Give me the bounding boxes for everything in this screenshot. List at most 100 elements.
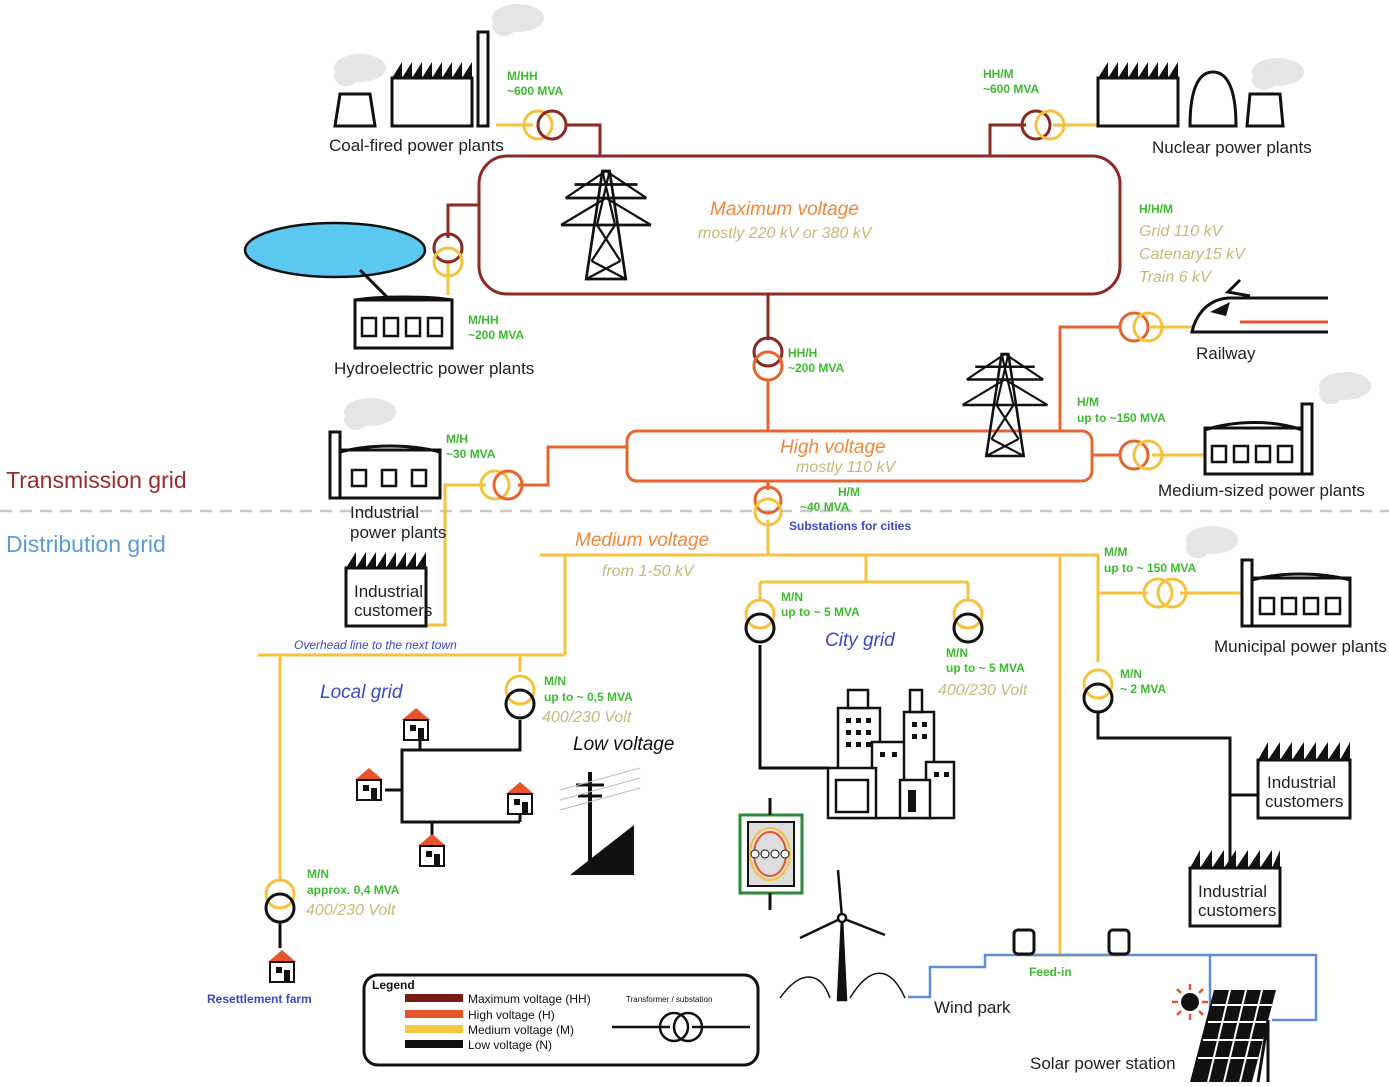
medium-voltage-range: from 1-50 kV — [602, 563, 695, 580]
local-transformer-volt: 400/230 Volt — [542, 709, 632, 726]
industrial-plant-label-1: Industrial — [350, 503, 419, 522]
legend-title: Legend — [372, 978, 415, 992]
city-buildings-icon — [826, 688, 956, 820]
low-voltage-title: Low voltage — [573, 734, 674, 755]
medium-plant-transformer-capacity: up to ~150 MVA — [1077, 411, 1166, 425]
transformer-local — [504, 674, 536, 720]
house-icon-1 — [401, 707, 431, 741]
railway-supply-grid: Grid 110 kV — [1139, 223, 1224, 240]
max-voltage-title: Maximum voltage — [710, 199, 859, 220]
max-voltage-range: mostly 220 kV or 380 kV — [698, 225, 873, 242]
transformer-city-second — [952, 598, 984, 644]
resettlement-farm-label: Resettlement farm — [207, 992, 312, 1006]
overhead-line-label: Overhead line to the next town — [294, 638, 457, 652]
max-pylon-icon — [559, 169, 653, 281]
industrial-customers-3-line1: Industrial — [1198, 882, 1267, 901]
transformer-medium-plant — [1118, 439, 1164, 471]
max-voltage-lines — [446, 123, 1122, 340]
coal-transformer-type: M/HH — [507, 69, 538, 83]
industrial-transformer-capacity: ~30 MVA — [446, 447, 496, 461]
industrial-customers-icon-1 — [344, 550, 428, 628]
sun-icon — [1172, 984, 1208, 1020]
transformer-industrial-plant — [479, 469, 524, 501]
industrial-customers-2-line1: Industrial — [1267, 773, 1336, 792]
substations-label: Substations for cities — [789, 519, 911, 533]
transformer-nuclear — [1020, 109, 1066, 141]
industrial-transformer-type: M/H — [446, 432, 468, 446]
meter-icon — [738, 798, 804, 910]
industrial-customers-icon-3 — [1188, 850, 1282, 928]
solar-panel-icon — [1190, 989, 1276, 1083]
industrial2-transformer-type: M/N — [1120, 667, 1142, 681]
max-voltage-box — [477, 154, 1122, 296]
legend-transformer-label: Transformer / substation — [626, 995, 712, 1004]
high-medium-transformer-capacity: ~40 MVA — [800, 500, 850, 514]
transformer-industrial-2 — [1082, 668, 1114, 714]
medium-plant-label: Medium-sized power plants — [1158, 481, 1365, 500]
farm-transformer-type: M/N — [307, 867, 329, 881]
farm-transformer-capacity: approx. 0,4 MVA — [307, 883, 400, 897]
industrial-customers-3-line2: customers — [1198, 901, 1276, 920]
medium-plant-icon — [1203, 372, 1371, 476]
transmission-grid-label: Transmission grid — [6, 467, 187, 493]
local-transformer-capacity: up to ~ 0,5 MVA — [544, 690, 633, 704]
high-medium-transformer-type: H/M — [838, 485, 860, 499]
industrial-plant-label-2: power plants — [350, 523, 446, 542]
high-voltage-lines — [518, 325, 1120, 490]
legend-item-high: High voltage (H) — [468, 1008, 555, 1022]
hydro-plant-icon — [243, 221, 454, 350]
transformer-hydro — [432, 232, 464, 278]
municipal-transformer-capacity: up to ~ 150 MVA — [1104, 561, 1196, 575]
house-icon-3 — [505, 781, 535, 815]
wind-park-label: Wind park — [934, 998, 1011, 1017]
house-icon-4 — [417, 833, 447, 867]
high-voltage-range: mostly 110 kV — [796, 459, 897, 476]
industrial2-transformer-capacity: ~ 2 MVA — [1120, 682, 1166, 696]
legend-box — [362, 973, 760, 1067]
feed-in-lines — [908, 953, 1318, 1022]
transformer-coal — [522, 109, 568, 141]
max-high-transformer-type: HH/H — [788, 346, 817, 360]
city-feed-transformer-capacity: up to ~ 5 MVA — [781, 605, 860, 619]
nuclear-plant-label: Nuclear power plants — [1152, 138, 1312, 157]
municipal-transformer-type: M/M — [1104, 545, 1127, 559]
hydro-plant-label: Hydroelectric power plants — [334, 359, 534, 378]
legend-item-max: Maximum voltage (HH) — [468, 992, 591, 1006]
high-voltage-title: High voltage — [780, 437, 886, 458]
medium-voltage-title: Medium voltage — [575, 530, 709, 551]
coal-plant-label: Coal-fired power plants — [329, 136, 504, 155]
transformer-farm — [264, 878, 296, 924]
legend-item-medium: Medium voltage (M) — [468, 1023, 574, 1037]
transformer-high-medium — [753, 485, 783, 527]
industrial-customers-1-line1: Industrial — [354, 582, 423, 601]
industrial-customers-1-line2: customers — [354, 601, 432, 620]
farm-transformer-volt: 400/230 Volt — [306, 902, 396, 919]
local-transformer-type: M/N — [544, 674, 566, 688]
medium-voltage-lines — [258, 123, 1242, 957]
solar-label: Solar power station — [1030, 1054, 1176, 1073]
city-windows — [834, 718, 949, 814]
house-icon-farm — [267, 949, 297, 983]
distribution-grid-label: Distribution grid — [6, 531, 166, 557]
feed-in-label: Feed-in — [1029, 965, 1072, 979]
industrial-plant-icon — [328, 398, 442, 500]
city-grid-label: City grid — [825, 630, 896, 651]
city-second-transformer-capacity: up to ~ 5 MVA — [946, 661, 1025, 675]
train-icon — [1190, 278, 1328, 334]
railway-label: Railway — [1196, 344, 1256, 363]
industrial-customers-2-line2: customers — [1265, 792, 1343, 811]
coal-plant-icon — [333, 4, 544, 128]
transformer-city-feed — [744, 598, 776, 644]
transformer-municipal — [1142, 577, 1188, 609]
city-feed-transformer-type: M/N — [781, 590, 803, 604]
nuclear-plant-icon — [1096, 58, 1304, 128]
hydro-transformer-capacity: ~200 MVA — [468, 328, 524, 342]
municipal-plant-icon — [1186, 526, 1352, 628]
feed-substation-2 — [1107, 928, 1131, 956]
local-grid-label: Local grid — [320, 682, 404, 703]
transformer-max-high — [752, 336, 784, 382]
city-second-transformer-type: M/N — [946, 646, 968, 660]
hydro-transformer-type: M/HH — [468, 313, 499, 327]
utility-pole-icon — [559, 767, 641, 875]
